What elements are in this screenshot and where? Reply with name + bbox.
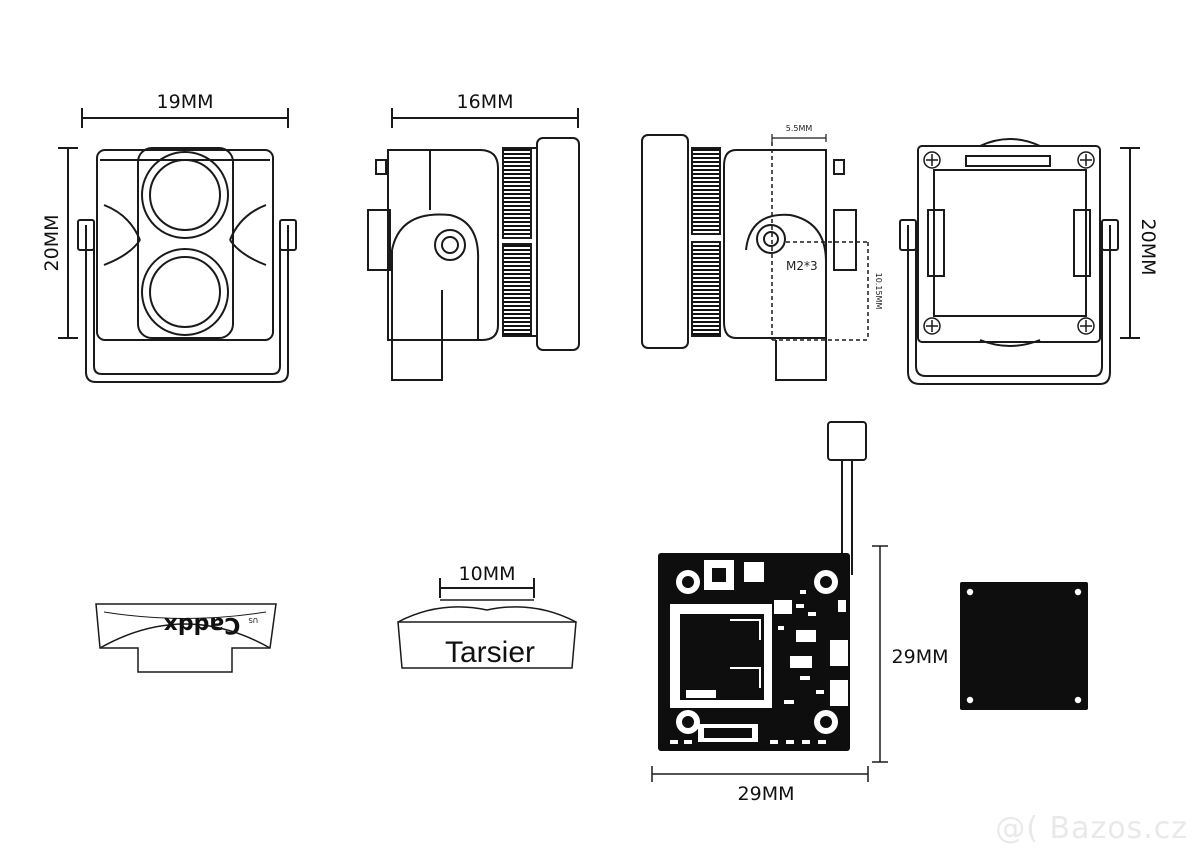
lens-cap-caddx: [95, 603, 277, 673]
svg-text:Caddx: Caddx: [164, 612, 241, 637]
svg-text:US: US: [248, 616, 258, 624]
screw-offset-label: 5.5MM: [786, 124, 813, 133]
side-view-right: [367, 108, 580, 381]
board-width-label: 29MM: [738, 783, 795, 805]
board-height-label: 29MM: [892, 646, 949, 668]
back-view: [899, 138, 1140, 385]
front-height-label: 20MM: [41, 215, 63, 272]
screw-height-label: 10.15MM: [874, 273, 883, 310]
caddx-logo: Caddx US: [164, 612, 258, 637]
lens-cap-tarsier: [397, 578, 577, 669]
side-view-left: [641, 134, 869, 381]
sensor-plate: [960, 582, 1088, 710]
back-height-label: 20MM: [1137, 219, 1159, 276]
tarsier-logo: Tarsier: [445, 636, 535, 669]
side-depth-label: 16MM: [457, 91, 514, 113]
watermark: @( Bazos.cz: [995, 811, 1188, 846]
front-width-label: 19MM: [157, 91, 214, 113]
screw-size-label: M2*3: [786, 259, 818, 273]
lens-cap-width-label: 10MM: [459, 563, 516, 585]
front-view: [58, 108, 297, 383]
pcb-board: [651, 421, 888, 782]
